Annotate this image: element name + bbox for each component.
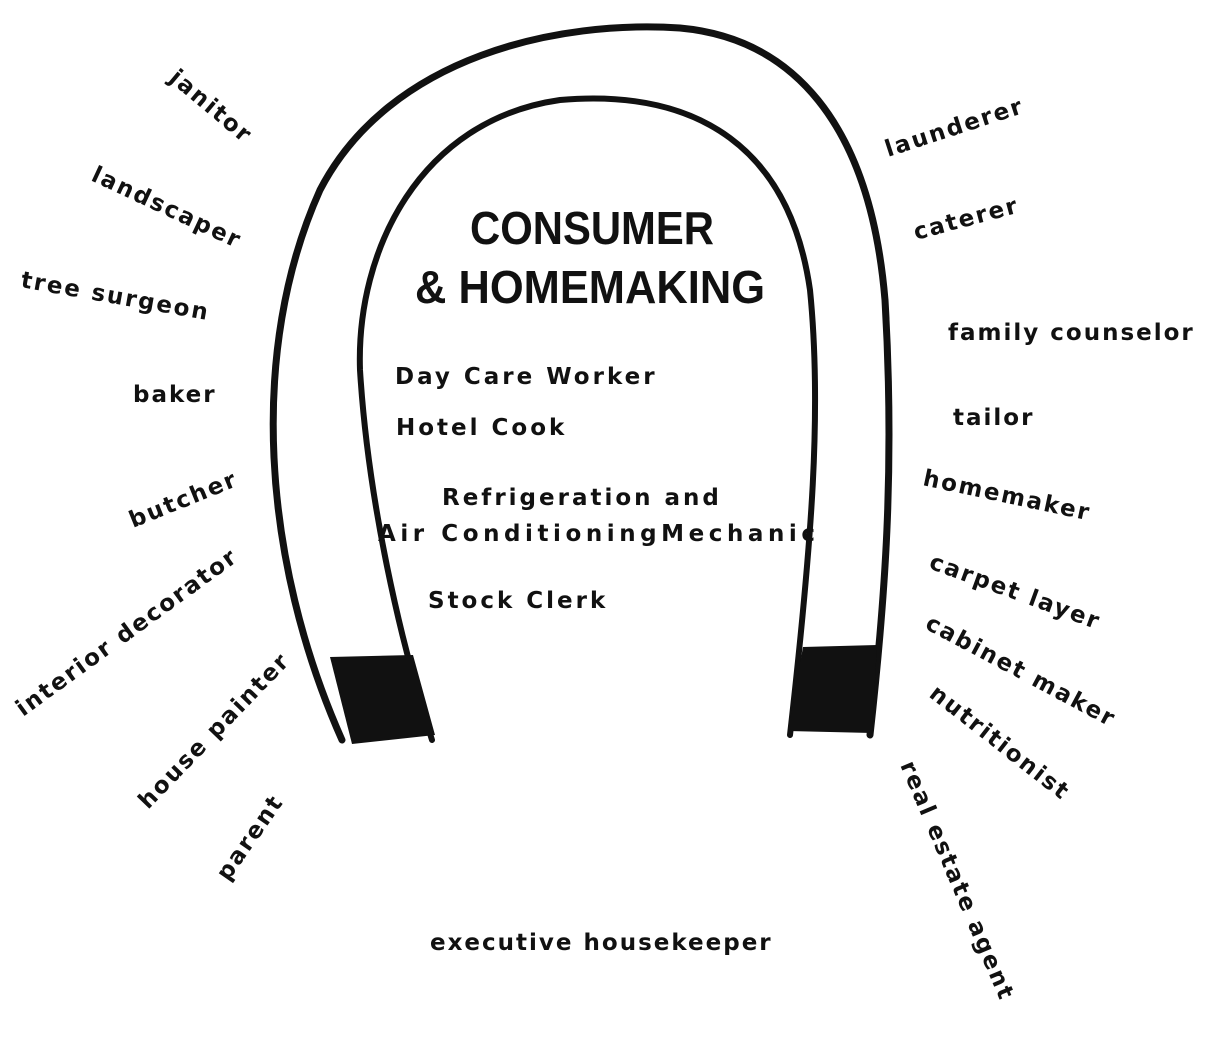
left-job: parent [212,790,290,885]
left-job: baker [133,382,217,408]
right-job: launderer [882,93,1027,162]
title-line-2: & HOMEMAKING [415,261,765,313]
right-job-list: launderer caterer family counselor tailo… [882,93,1195,1004]
bottom-job: executive housekeeper [430,930,773,956]
right-job: tailor [953,405,1034,431]
inner-job: Air ConditioningMechanic [378,521,818,547]
left-job-list: janitor landscaper tree surgeon baker bu… [11,64,295,885]
inner-job: Stock Clerk [428,588,608,614]
horseshoe-outer-edge [269,23,893,744]
right-job: family counselor [948,320,1195,346]
left-job: landscaper [87,162,245,254]
horseshoe-shape [269,23,893,744]
inner-job: Day Care Worker [395,364,658,390]
horseshoe-right-tip [788,645,877,733]
right-job: real estate agent [894,757,1019,1004]
left-job: house painter [134,648,296,814]
left-job: janitor [163,64,257,149]
left-job: butcher [126,466,242,533]
right-job: homemaker [921,465,1094,526]
inner-job-list: Day Care Worker Hotel Cook Refrigeration… [378,364,818,614]
horseshoe-left-tip [330,655,435,744]
horseshoe-inner-edge [356,95,819,743]
right-job: caterer [911,193,1022,246]
diagram-title: CONSUMER & HOMEMAKING [415,202,765,313]
inner-job: Hotel Cook [396,415,567,441]
title-line-1: CONSUMER [470,202,714,254]
inner-job: Refrigeration and [442,485,722,511]
left-job: interior decorator [11,543,243,721]
left-job: tree surgeon [19,267,212,326]
